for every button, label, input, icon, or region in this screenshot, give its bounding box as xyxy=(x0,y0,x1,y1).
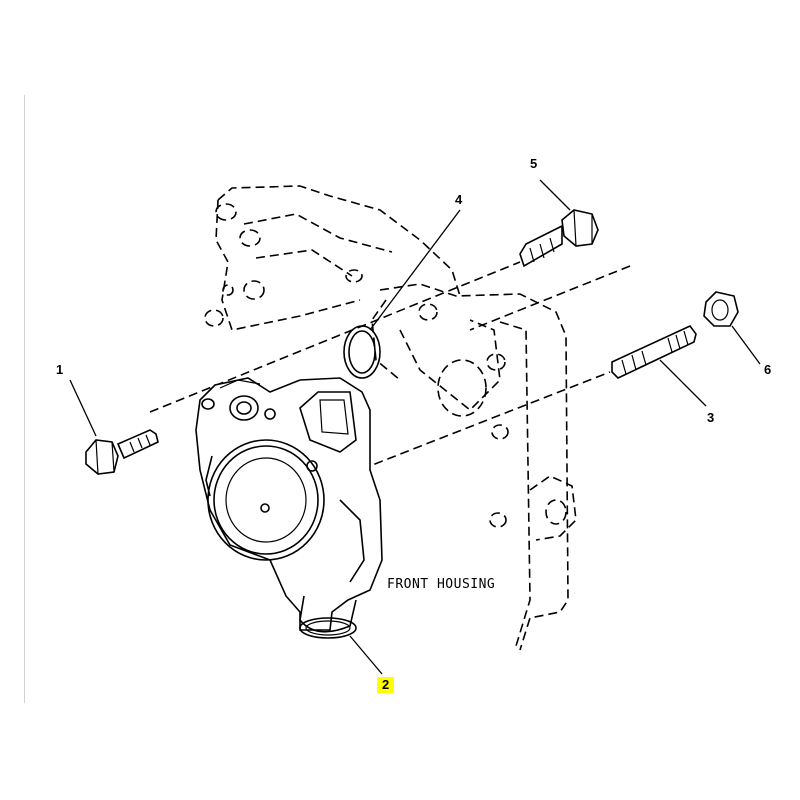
callout-part-1[interactable]: 1 xyxy=(56,362,64,377)
bolt-1 xyxy=(85,429,159,475)
callout-part-3[interactable]: 3 xyxy=(707,410,715,425)
nut-6 xyxy=(703,291,739,327)
bolt-5 xyxy=(519,209,599,268)
callout-part-4[interactable]: 4 xyxy=(455,192,463,207)
stud-3 xyxy=(611,325,697,379)
water-pump xyxy=(195,377,383,639)
engine-block-outline xyxy=(204,185,461,331)
callout-part-6[interactable]: 6 xyxy=(764,362,772,377)
o-ring-seal xyxy=(343,325,381,379)
callout-part-2[interactable]: 2 xyxy=(377,677,395,693)
callout-part-5[interactable]: 5 xyxy=(530,156,538,171)
leader-lines xyxy=(69,179,761,675)
front-housing-label: FRONT HOUSING xyxy=(387,577,496,592)
left-border-line xyxy=(24,95,25,703)
front-housing-outline xyxy=(371,283,577,651)
